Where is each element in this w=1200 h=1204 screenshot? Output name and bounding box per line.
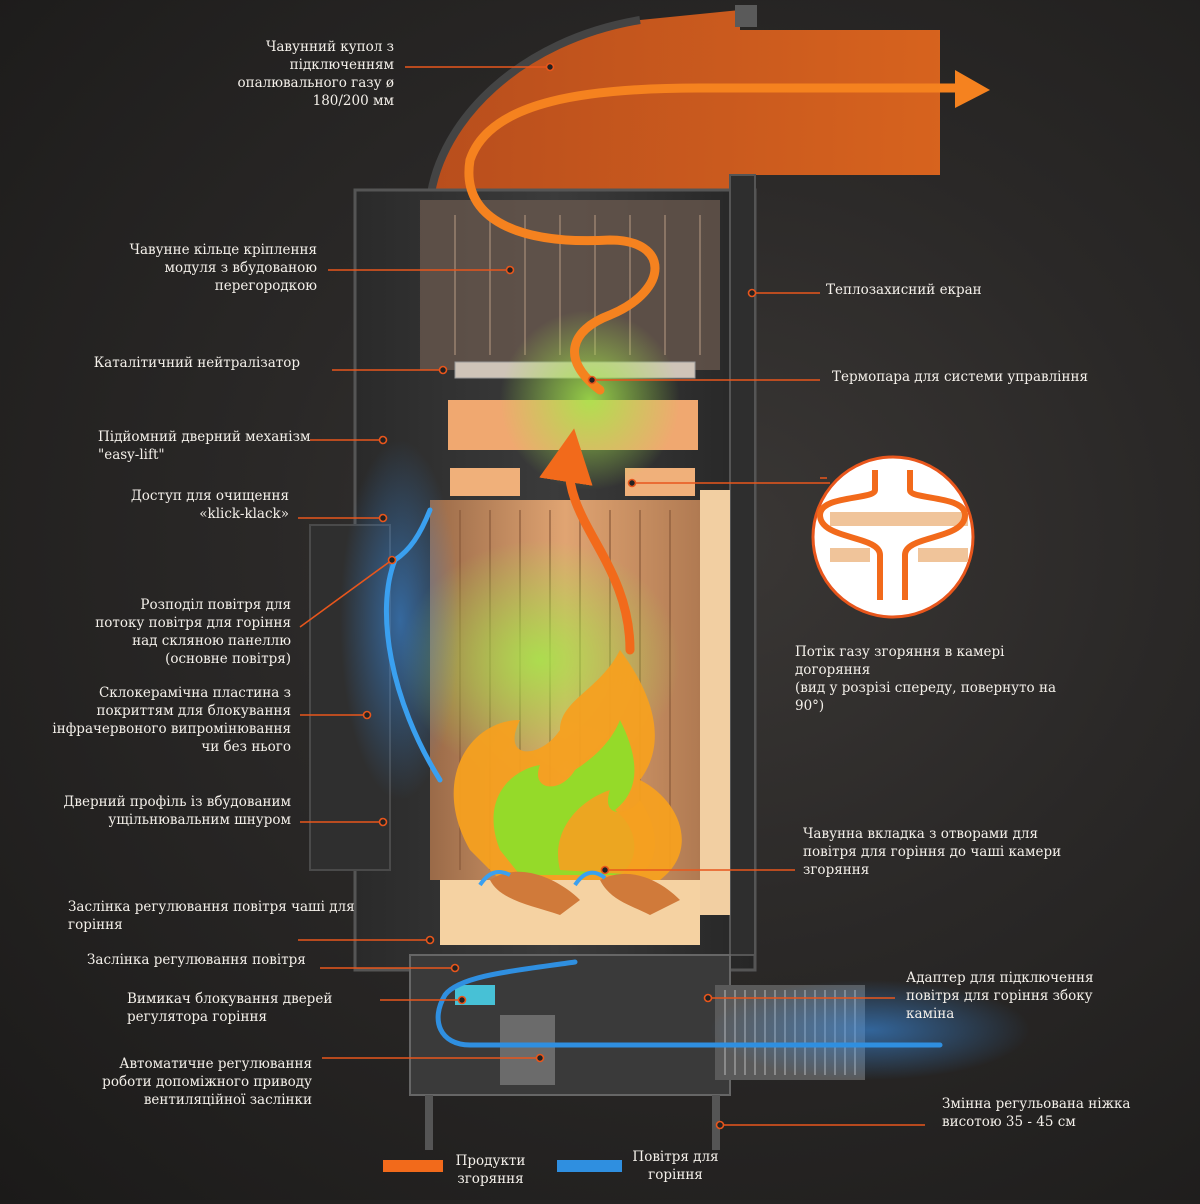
label-door-profile: Дверний профіль із вбудованим ущільнювал…	[63, 794, 291, 828]
label-cleaning-access: Доступ для очищення «klick-klack»	[130, 488, 289, 522]
legend-swatch-air	[557, 1160, 622, 1172]
label-easy-lift: Підйомний дверний механізм "easy-lift"	[98, 429, 311, 463]
label-cast-iron-dome: Чавунний купол з підключенням опалювальн…	[237, 39, 394, 109]
label-gas-flow: Потік газу згоряння в камері догоряння (…	[795, 644, 1057, 714]
gas-flow-inset	[811, 455, 975, 619]
label-cast-iron-ring: Чавунне кільце кріплення модуля з вбудов…	[129, 242, 317, 294]
label-cast-iron-insert: Чавунна вкладка з отворами для повітря д…	[803, 826, 1062, 878]
combustion-air-flow	[384, 507, 943, 1048]
label-glass-ceramic: Склокерамічна пластина з покриттям для б…	[52, 685, 291, 755]
label-door-switch: Вимикач блокування дверей регулятора гор…	[127, 991, 333, 1025]
label-air-distribution: Розподіл повітря для потоку повітря для …	[95, 597, 291, 667]
combustion-products-flow	[464, 70, 990, 655]
leader-lines	[298, 62, 925, 1130]
legend-label-air: Повітря для горіння	[632, 1149, 719, 1183]
legend-swatch-products	[383, 1160, 443, 1172]
label-auto-regulation: Автоматичне регулювання роботи допоміжно…	[102, 1056, 312, 1108]
label-catalyst: Каталітичний нейтралізатор	[93, 355, 300, 371]
flue-pipe	[426, 5, 940, 210]
label-air-flap: Заслінка регулювання повітря	[87, 952, 306, 968]
label-heat-shield: Теплозахисний екран	[826, 282, 982, 298]
label-thermocouple: Термопара для системи управління	[832, 369, 1088, 385]
legend-label-products: Продукти згоряння	[455, 1153, 526, 1187]
label-adjustable-leg: Змінна регульована ніжка висотою 35 - 45…	[942, 1096, 1131, 1130]
label-air-adapter: Адаптер для підключення повітря для горі…	[906, 970, 1094, 1022]
label-grate-air-flap: Заслінка регулювання повітря чаші для го…	[68, 899, 355, 933]
flame	[453, 650, 682, 880]
